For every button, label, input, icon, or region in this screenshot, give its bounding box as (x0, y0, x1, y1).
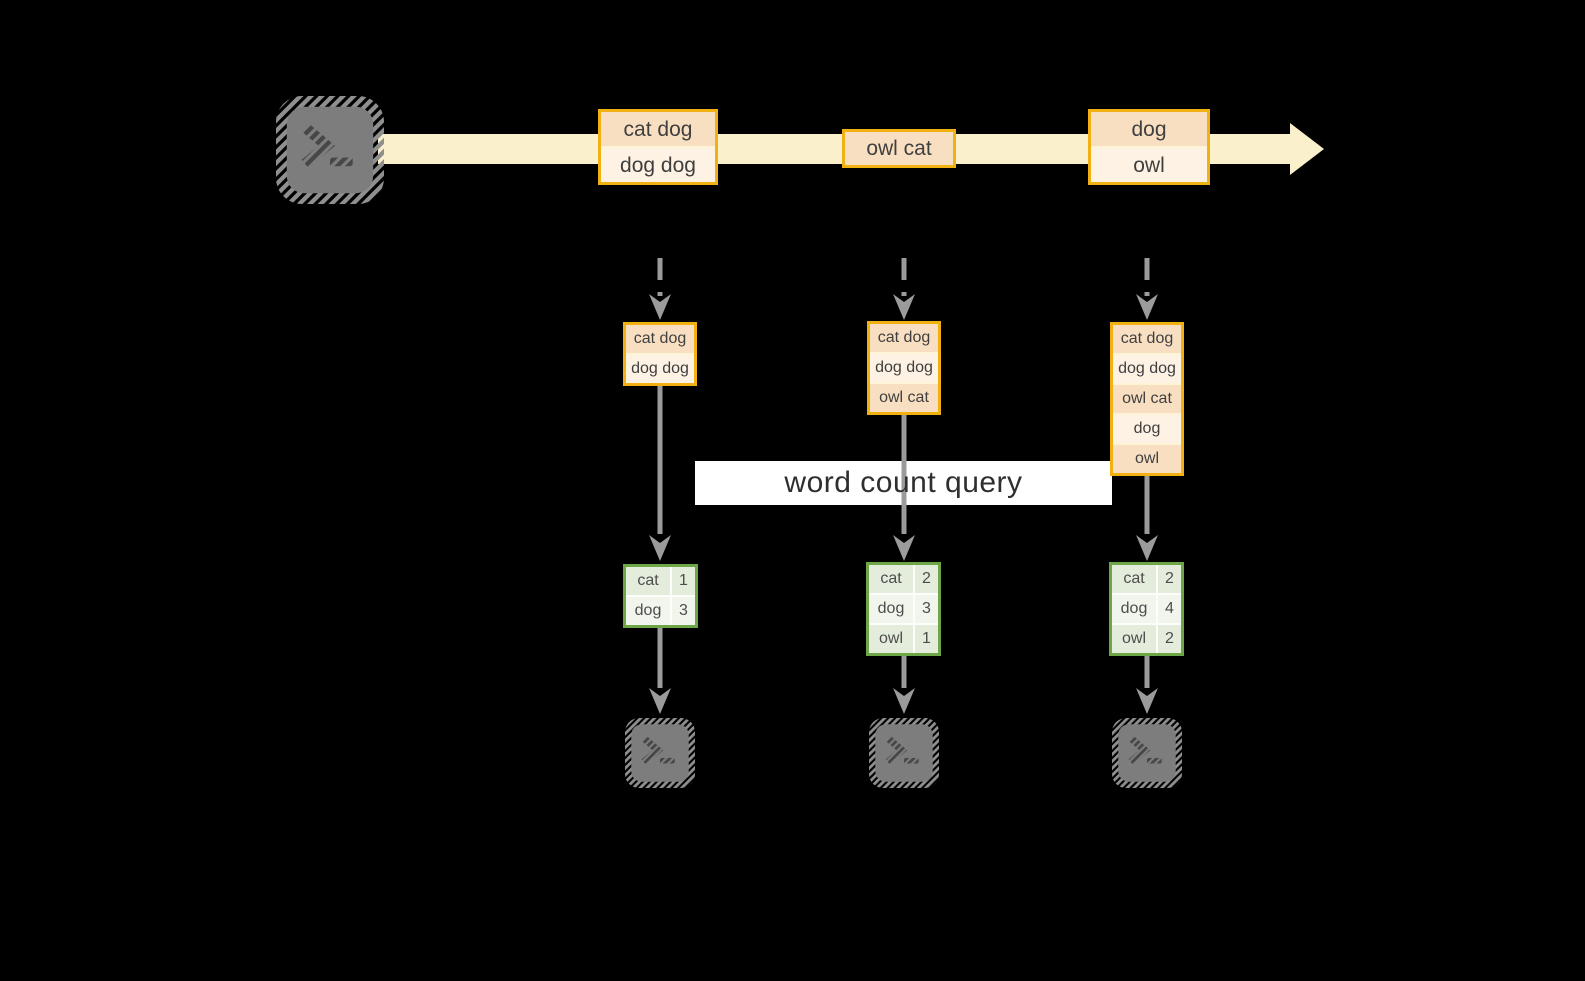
message: owl (1091, 148, 1207, 182)
buffer-row: dog dog (1113, 355, 1181, 383)
buffer-row: cat dog (1113, 325, 1181, 353)
sink-terminal-icon-1 (625, 718, 695, 788)
word-cell: cat (626, 567, 670, 595)
word-cell: cat (1112, 565, 1156, 593)
count-cell: 4 (1158, 595, 1181, 623)
count-table-2: cat 2 dog 3 owl 1 (866, 562, 941, 656)
buffer-row: dog dog (870, 354, 938, 382)
count-table-3: cat 2 dog 4 owl 2 (1109, 562, 1184, 656)
worker-buffer-1: cat dog dog dog (623, 322, 697, 386)
count-cell: 2 (1158, 625, 1181, 653)
worker-buffer-3: cat dog dog dog owl cat dog owl (1110, 322, 1184, 476)
stream-arrow-head (1290, 123, 1324, 175)
count-cell: 1 (915, 625, 938, 653)
sink-terminal-icon-3 (1112, 718, 1182, 788)
buffer-row: dog dog (626, 355, 694, 383)
count-cell: 2 (915, 565, 938, 593)
word-cell: dog (1112, 595, 1156, 623)
count-table-1: cat 1 dog 3 (623, 564, 698, 628)
message: cat dog (601, 112, 715, 146)
word-cell: owl (1112, 625, 1156, 653)
count-cell: 3 (672, 597, 695, 625)
buffer-row: cat dog (870, 324, 938, 352)
worker-buffer-2: cat dog dog dog owl cat (867, 321, 941, 415)
word-cell: dog (869, 595, 913, 623)
word-cell: cat (869, 565, 913, 593)
buffer-row: owl cat (1113, 385, 1181, 413)
word-cell: dog (626, 597, 670, 625)
stream-message-group-1: cat dog dog dog (598, 109, 718, 185)
buffer-row: dog (1113, 415, 1181, 443)
count-cell: 1 (672, 567, 695, 595)
query-label: word count query (784, 466, 1023, 499)
sink-terminal-icon-2 (869, 718, 939, 788)
buffer-row: owl cat (870, 384, 938, 412)
source-terminal-icon (276, 96, 384, 204)
message: dog dog (601, 148, 715, 182)
message: dog (1091, 112, 1207, 146)
message: owl cat (845, 132, 953, 165)
stream-message-group-2: owl cat (842, 129, 956, 168)
count-cell: 2 (1158, 565, 1181, 593)
count-cell: 3 (915, 595, 938, 623)
word-cell: owl (869, 625, 913, 653)
buffer-row: cat dog (626, 325, 694, 353)
buffer-row: owl (1113, 445, 1181, 473)
stream-message-group-3: dog owl (1088, 109, 1210, 185)
